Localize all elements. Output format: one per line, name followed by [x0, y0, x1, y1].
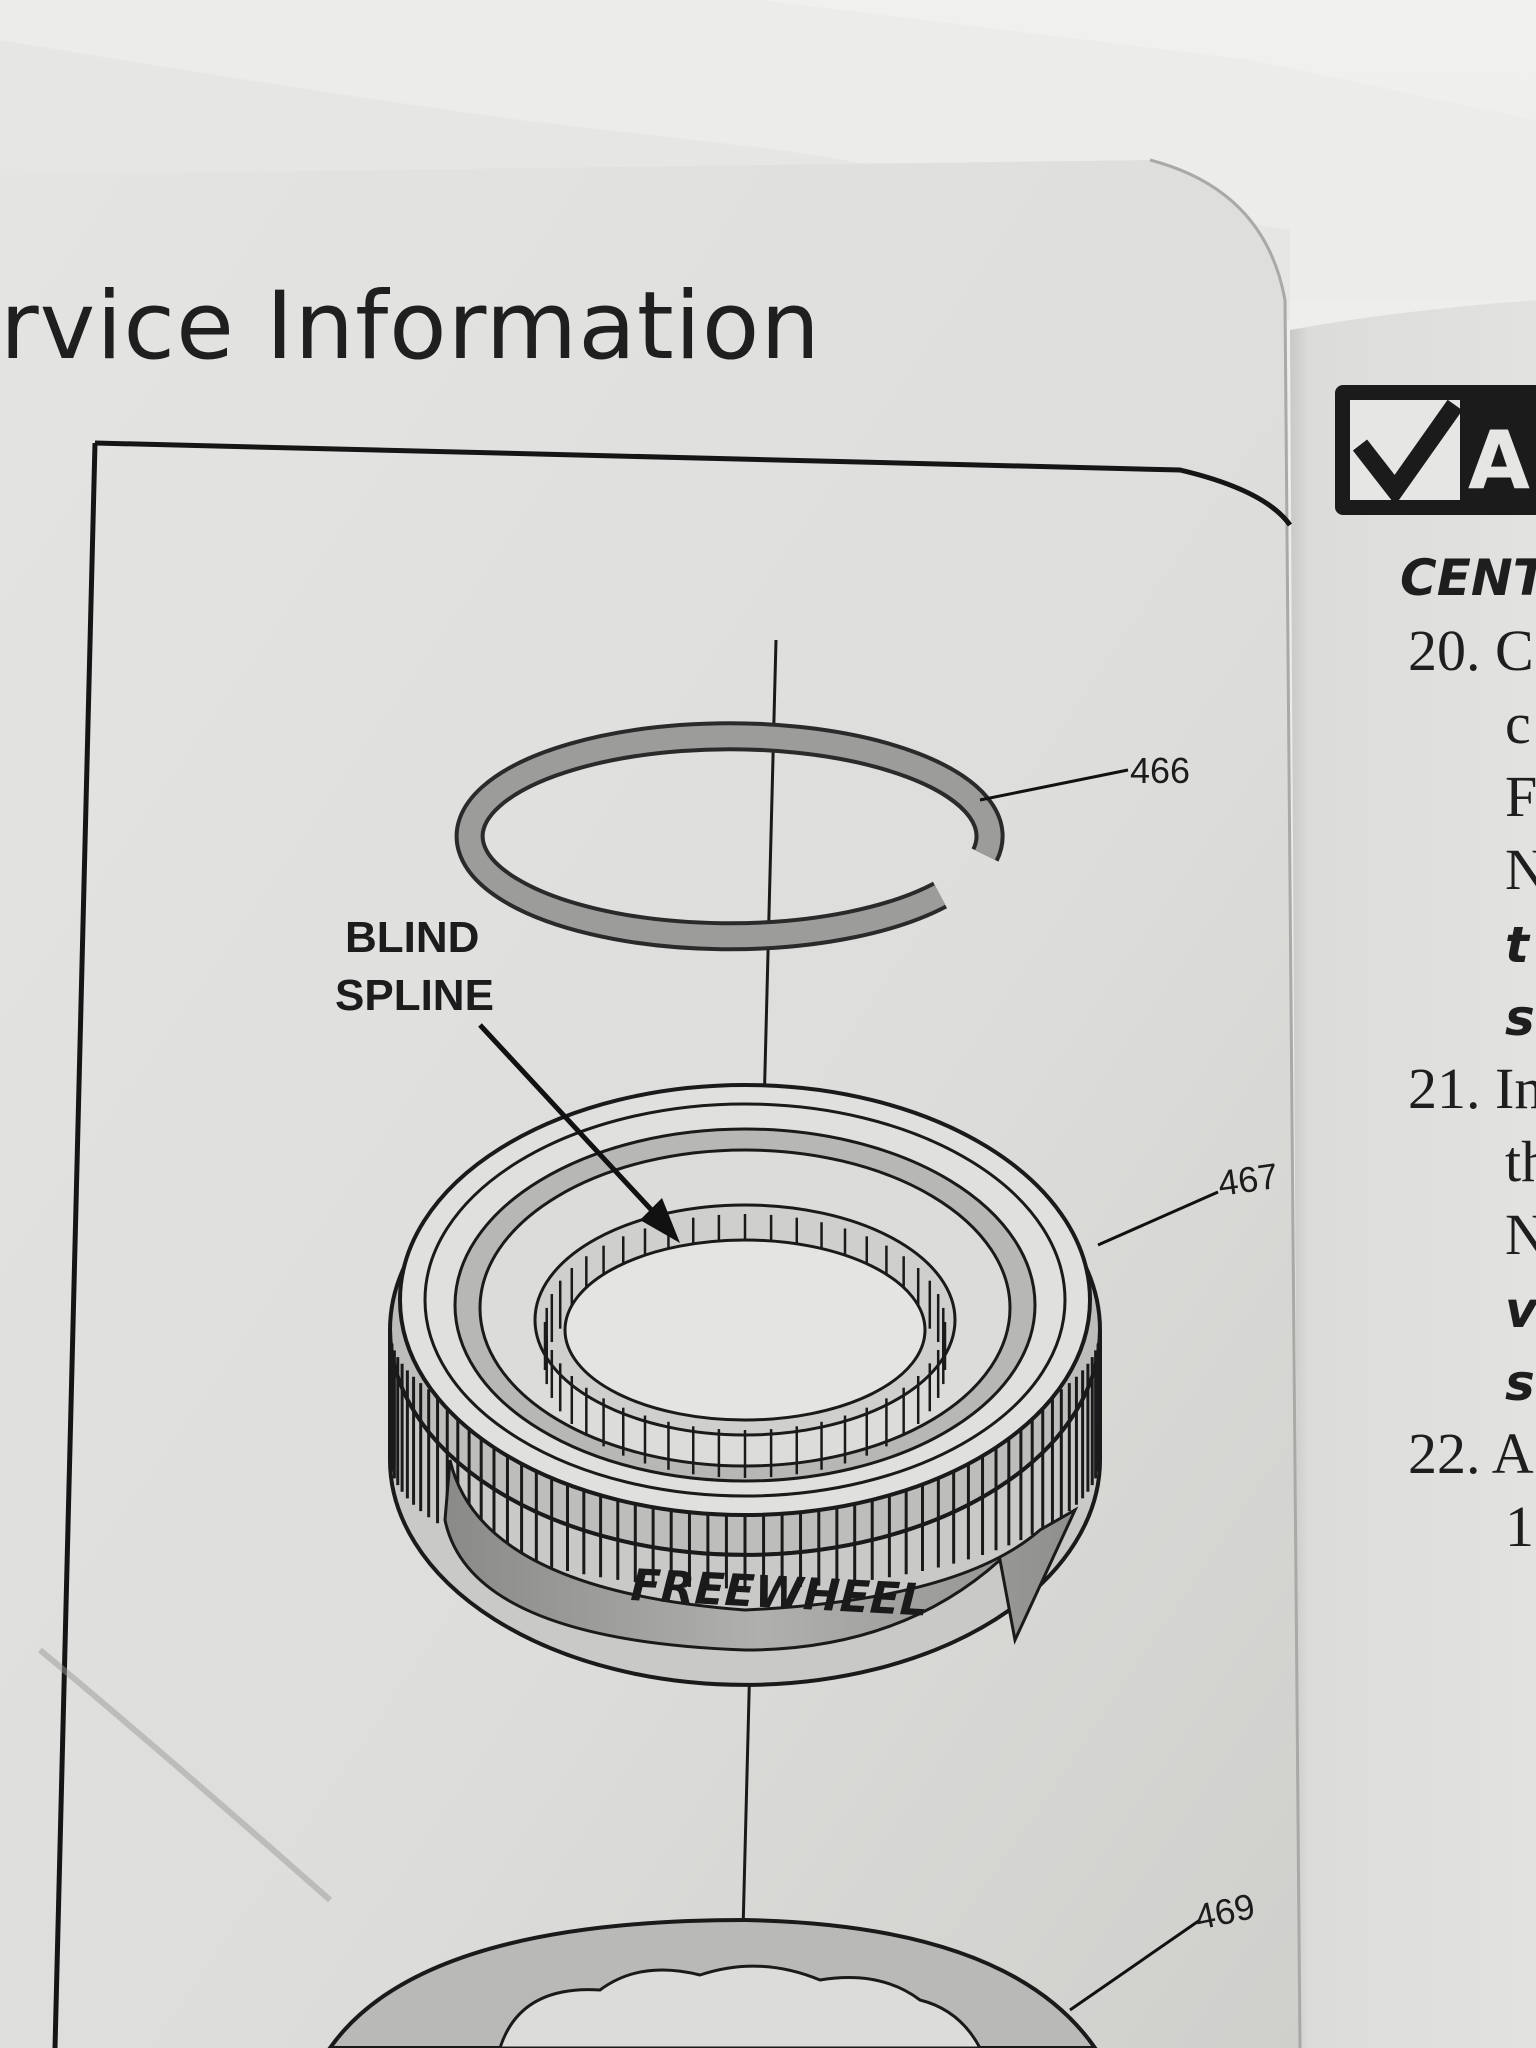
smudge-mark [38, 1647, 332, 1903]
leader-469 [1069, 1918, 1201, 2012]
facing-page-line: 20. C [1408, 618, 1534, 683]
figure-frame-left [52, 442, 98, 2048]
part-number-467: 467 [1215, 1155, 1280, 1204]
facing-page-logo: A [1335, 385, 1536, 515]
facing-page [1290, 300, 1536, 2048]
facing-page-line: 21. In [1408, 1056, 1536, 1121]
facing-page-line: N [1505, 1202, 1536, 1267]
header-title: rvice Information [0, 272, 821, 381]
blind-spline-leader [478, 1023, 672, 1232]
logo-letter: A [1468, 414, 1530, 507]
page-edge-shadow [1149, 158, 1302, 2048]
facing-page-line: 1 [1505, 1494, 1534, 1559]
leader-467 [1097, 1190, 1219, 1247]
facing-page-line: c [1505, 691, 1531, 756]
part-number-466: 466 [1130, 750, 1190, 791]
blind-spline-label-line1: BLIND [345, 913, 479, 962]
snap-ring-466 [454, 721, 1005, 952]
part-469 [327, 1917, 1098, 2048]
facing-page-heading: CENT [1400, 549, 1536, 607]
blind-spline-label-line2: SPLINE [335, 971, 494, 1020]
facing-page-line: t [1505, 916, 1531, 974]
figure-frame-top [94, 440, 1293, 527]
facing-page-line: F [1505, 764, 1536, 829]
blind-spline-arrowhead [640, 1198, 680, 1243]
facing-page-line: s [1505, 989, 1535, 1047]
clutch-hub-467 [388, 1083, 1102, 1687]
facing-page-line: v [1505, 1281, 1536, 1339]
facing-page-line: 22. A [1408, 1421, 1534, 1486]
facing-page-line: s [1505, 1354, 1535, 1412]
leader-466 [979, 768, 1129, 802]
facing-page-line: th [1505, 1129, 1536, 1194]
freewheel-arrow [443, 1459, 1079, 1652]
facing-page-line: N [1505, 837, 1536, 902]
